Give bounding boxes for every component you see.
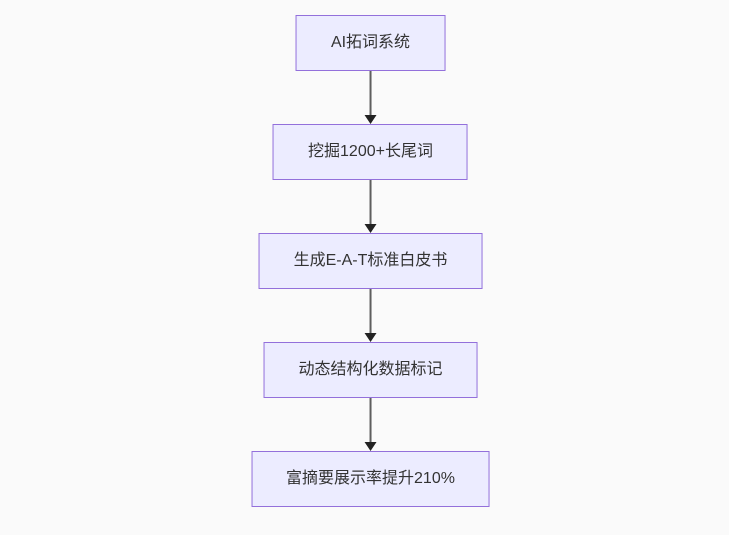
edge-arrow-3 bbox=[364, 289, 378, 342]
arrowhead-down-icon bbox=[364, 333, 377, 342]
flow-node-structured-data: 动态结构化数据标记 bbox=[263, 342, 478, 398]
flow-node-rich-snippet-result: 富摘要展示率提升210% bbox=[251, 451, 490, 507]
edge-line bbox=[369, 71, 372, 117]
edge-line bbox=[369, 398, 372, 444]
flow-node-ai-word-system: AI拓词系统 bbox=[295, 15, 446, 71]
flow-node-longtail-mining: 挖掘1200+长尾词 bbox=[273, 124, 468, 180]
arrowhead-down-icon bbox=[364, 224, 377, 233]
flow-node-eat-whitepaper: 生成E-A-T标准白皮书 bbox=[258, 233, 483, 289]
edge-line bbox=[369, 180, 372, 226]
flow-node-label: 富摘要展示率提升210% bbox=[286, 470, 455, 487]
flow-node-label: 生成E-A-T标准白皮书 bbox=[293, 252, 448, 269]
flow-node-label: 动态结构化数据标记 bbox=[298, 361, 443, 378]
edge-arrow-4 bbox=[364, 398, 378, 451]
edge-line bbox=[369, 289, 372, 335]
flow-node-label: AI拓词系统 bbox=[330, 34, 411, 51]
edge-arrow-2 bbox=[364, 180, 378, 233]
arrowhead-down-icon bbox=[364, 442, 377, 451]
flowchart: AI拓词系统 挖掘1200+长尾词 生成E-A-T标准白皮书 动态结构化数据标记 bbox=[251, 15, 490, 507]
arrowhead-down-icon bbox=[364, 115, 377, 124]
edge-arrow-1 bbox=[364, 71, 378, 124]
flow-node-label: 挖掘1200+长尾词 bbox=[308, 143, 433, 160]
